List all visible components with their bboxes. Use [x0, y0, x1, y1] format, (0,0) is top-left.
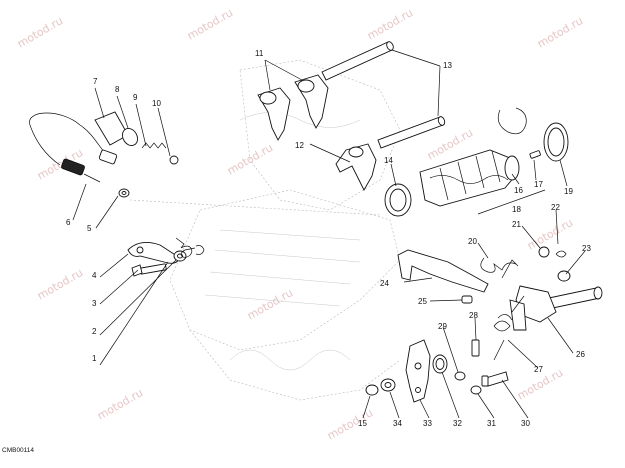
engine-case-outline [129, 59, 401, 401]
detent-lever-group [480, 246, 571, 282]
fork-shafts [321, 41, 446, 149]
callout-16: 16 [514, 186, 523, 195]
callout-31: 31 [487, 419, 496, 428]
gearshift-lever-group [127, 237, 205, 277]
callout-2: 2 [92, 327, 97, 336]
callout-27: 27 [534, 365, 543, 374]
callout-13: 13 [443, 61, 452, 70]
callout-8: 8 [115, 85, 120, 94]
callout-23: 23 [582, 244, 591, 253]
watermark: motod.ru [365, 6, 415, 42]
callout-14: 14 [384, 156, 393, 165]
shift-forks-upper [257, 74, 329, 141]
gearshift-shaft [509, 285, 603, 331]
callout-11: 11 [255, 49, 264, 58]
callout-33: 33 [423, 419, 432, 428]
callout-4: 4 [92, 271, 97, 280]
diagram-code: CMB00114 [2, 447, 34, 454]
callout-17: 17 [534, 180, 543, 189]
watermark: motod.ru [185, 6, 235, 42]
watermark: motod.ru [15, 14, 65, 50]
watermark: motod.ru [535, 14, 585, 50]
callout-7: 7 [93, 77, 98, 86]
callout-20: 20 [468, 237, 477, 246]
callout-10: 10 [152, 99, 161, 108]
watermark: motod.ru [95, 386, 145, 422]
callout-9: 9 [133, 93, 138, 102]
callout-24: 24 [380, 279, 389, 288]
selector-drum [384, 107, 569, 217]
pin [461, 295, 473, 304]
callout-21: 21 [512, 220, 521, 229]
callout-29: 29 [438, 322, 447, 331]
callout-3: 3 [92, 299, 97, 308]
callout-34: 34 [393, 419, 402, 428]
callout-30: 30 [521, 419, 530, 428]
watermark: motod.ru [525, 216, 575, 252]
callout-labels: 1 2 3 4 5 6 7 8 9 10 11 12 13 14 15 16 1… [66, 49, 591, 428]
leader-lines [72, 49, 586, 419]
detent-plunger-set [94, 111, 179, 165]
callout-32: 32 [453, 419, 462, 428]
callout-26: 26 [576, 350, 585, 359]
callout-6: 6 [66, 218, 71, 227]
callout-28: 28 [469, 311, 478, 320]
watermark: motod.ru [325, 406, 375, 442]
watermark: motod.ru [35, 266, 85, 302]
callout-18: 18 [512, 205, 521, 214]
callout-1: 1 [92, 354, 97, 363]
return-spring [493, 295, 525, 361]
neutral-switch-cable [29, 112, 118, 183]
callout-25: 25 [418, 297, 427, 306]
callout-19: 19 [564, 187, 573, 196]
callout-5: 5 [87, 224, 92, 233]
stopper-plate [405, 339, 431, 403]
callout-15: 15 [358, 419, 367, 428]
ratchet-lever [397, 249, 489, 293]
callout-22: 22 [551, 203, 560, 212]
shift-fork-center [335, 143, 377, 191]
callout-12: 12 [295, 141, 304, 150]
watermark: motod.ru [245, 286, 295, 322]
